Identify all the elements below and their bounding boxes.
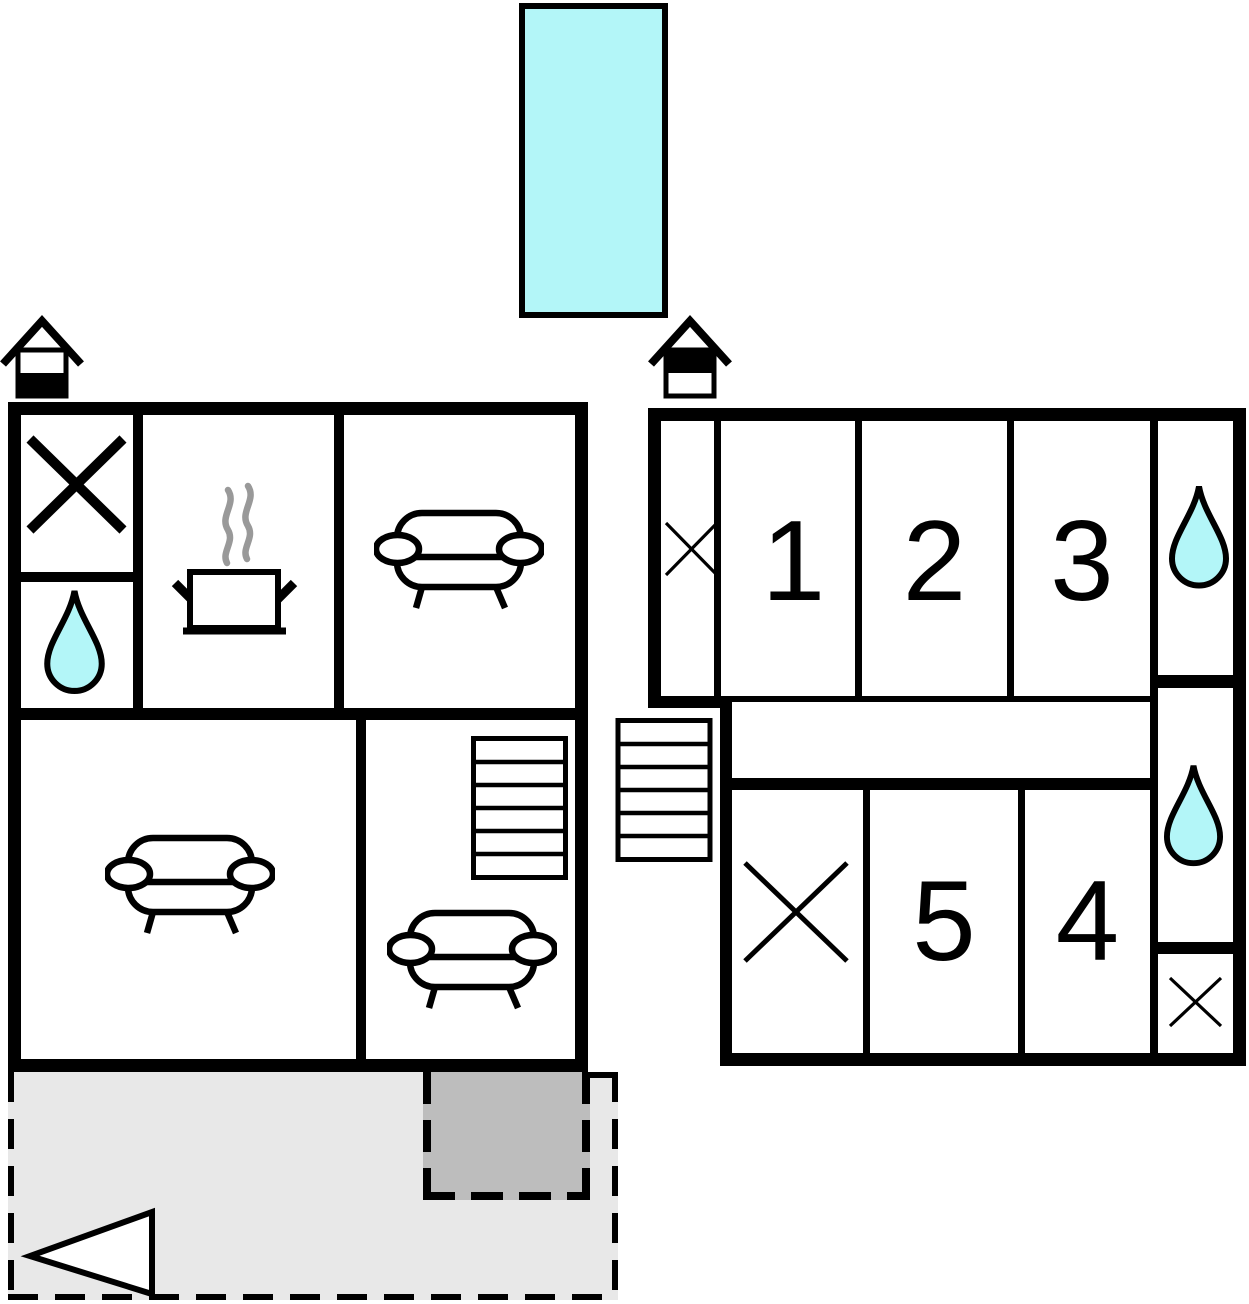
bedroom-3-label: 3: [1050, 497, 1114, 625]
sofa-icon: [387, 908, 557, 1012]
covered-terrace-border: [582, 1072, 590, 1200]
ground-floor-house-icon: [0, 315, 84, 399]
wall: [8, 402, 588, 415]
bedroom-2-label: 2: [902, 497, 967, 625]
bedroom-5-label: 5: [912, 857, 976, 985]
crossed-room-icon: [743, 861, 849, 963]
sofa-icon: [374, 508, 544, 612]
sofa-icon: [105, 833, 275, 937]
crossed-room-icon: [664, 521, 719, 577]
wall: [714, 421, 721, 702]
wall: [8, 1059, 588, 1072]
cooking-pot-icon: [171, 482, 298, 635]
swimming-pool: [519, 3, 668, 318]
wall: [1007, 421, 1014, 702]
bedroom-1-label: 1: [761, 497, 826, 625]
wall: [356, 720, 366, 1059]
wall: [720, 778, 1150, 790]
wall: [1018, 790, 1025, 1053]
water-drop-icon: [1168, 482, 1230, 593]
crossed-room-icon: [1168, 976, 1223, 1028]
wall: [1233, 408, 1246, 1066]
staircase-icon: [615, 718, 713, 862]
wall: [721, 696, 1150, 702]
wall: [1150, 942, 1246, 954]
wall: [720, 696, 732, 1066]
wall: [863, 790, 870, 1053]
arrow-icon: [20, 1207, 155, 1299]
wall: [648, 408, 661, 708]
terrace-border: [588, 1072, 618, 1078]
wall: [648, 696, 732, 708]
staircase-icon: [471, 736, 568, 880]
bedroom-4-label: 4: [1055, 857, 1120, 985]
terrace-border: [612, 1072, 618, 1300]
covered-terrace: [423, 1072, 590, 1200]
wall: [648, 408, 1246, 421]
wall: [334, 415, 344, 708]
wall: [133, 415, 143, 708]
wall: [855, 421, 862, 702]
crossed-room-icon: [26, 435, 127, 534]
covered-terrace-border: [423, 1192, 590, 1200]
terrace-border: [8, 1294, 618, 1300]
covered-terrace-border: [423, 1072, 431, 1200]
wall: [8, 402, 21, 1072]
water-drop-icon: [42, 587, 107, 698]
wall: [1150, 675, 1246, 688]
terrace-border: [8, 1072, 14, 1300]
wall: [1150, 421, 1158, 1053]
wall: [575, 402, 588, 1072]
upper-floor-house-icon: [648, 315, 732, 399]
wall: [720, 1053, 1246, 1066]
wall: [21, 572, 133, 582]
wall: [21, 708, 575, 720]
water-drop-icon: [1163, 755, 1224, 877]
